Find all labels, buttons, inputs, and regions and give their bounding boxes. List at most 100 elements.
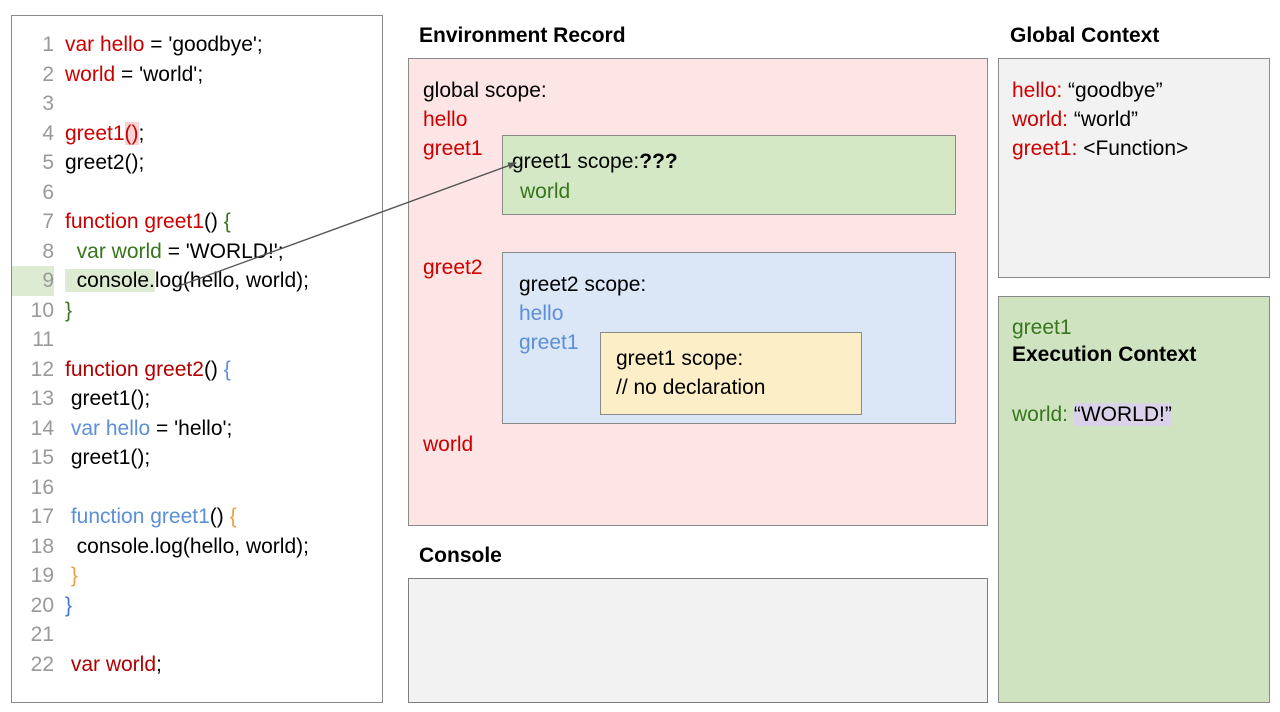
code-line[interactable]: 22 var world; bbox=[12, 650, 382, 680]
code-token: greet1 bbox=[65, 121, 125, 145]
greet2-scope-var-hello: hello bbox=[519, 302, 564, 325]
code-token: var world bbox=[65, 652, 157, 676]
code-token: console. bbox=[65, 269, 155, 292]
code-token: ; bbox=[138, 121, 145, 145]
global-scope-label: global scope: bbox=[423, 79, 547, 102]
code-line-text: greet2(); bbox=[54, 148, 144, 178]
code-line-number: 21 bbox=[30, 623, 54, 646]
code-token: } bbox=[65, 564, 78, 587]
code-line-number: 3 bbox=[42, 92, 54, 115]
inner-greet1-scope-box: greet1 scope: // no declaration bbox=[600, 332, 862, 415]
code-token: function greet1 bbox=[65, 505, 210, 528]
code-line[interactable]: 11 bbox=[12, 325, 382, 355]
code-line-number: 9 bbox=[12, 266, 54, 296]
code-token: log(hello, world); bbox=[154, 269, 309, 292]
code-line-number: 22 bbox=[30, 652, 54, 676]
global-var-world: world bbox=[423, 433, 474, 456]
code-line[interactable]: 18 console.log(hello, world); bbox=[12, 532, 382, 562]
code-token: function greet1 bbox=[65, 210, 204, 233]
code-line-text: } bbox=[54, 591, 72, 621]
execution-context-variable-row: world: “WORLD!” bbox=[1012, 403, 1172, 427]
global-context-row: hello: “goodbye” bbox=[1012, 79, 1163, 103]
code-token: { bbox=[217, 210, 231, 233]
code-line[interactable]: 21 bbox=[12, 620, 382, 650]
console-panel[interactable] bbox=[408, 578, 988, 703]
global-context-value: “goodbye” bbox=[1068, 79, 1163, 102]
execution-context-heading: Execution Context bbox=[1012, 343, 1197, 366]
execution-context-function-name: greet1 bbox=[1012, 316, 1072, 339]
greet1-scope-box: greet1 scope:??? world bbox=[502, 135, 956, 215]
code-line-text: var hello = 'hello'; bbox=[54, 414, 233, 444]
code-line-number: 6 bbox=[42, 180, 54, 204]
code-line-number: 20 bbox=[30, 593, 54, 617]
code-token: { bbox=[217, 357, 231, 381]
code-token: ; bbox=[156, 652, 162, 676]
global-context-value: “world” bbox=[1073, 108, 1139, 131]
code-token: () bbox=[203, 210, 218, 233]
code-line-number: 17 bbox=[30, 505, 54, 528]
code-line-text: function greet2() { bbox=[54, 355, 231, 385]
code-token: world bbox=[65, 62, 116, 86]
code-line-text: greet1(); bbox=[54, 119, 144, 149]
code-line-number: 2 bbox=[42, 62, 54, 86]
code-line-number: 12 bbox=[30, 357, 54, 381]
greet1-scope-title-text: greet1 scope: bbox=[512, 150, 640, 173]
code-line[interactable]: 16 bbox=[12, 473, 382, 503]
code-line-number: 16 bbox=[30, 475, 54, 499]
code-line[interactable]: 6 bbox=[12, 178, 382, 208]
greet2-scope-title: greet2 scope: bbox=[519, 273, 647, 296]
code-line-number: 15 bbox=[30, 446, 54, 469]
code-line-number: 19 bbox=[30, 564, 54, 587]
environment-record-title: Environment Record bbox=[419, 24, 626, 47]
code-line[interactable]: 10} bbox=[12, 296, 382, 326]
code-token: greet1(); bbox=[65, 387, 151, 410]
code-line[interactable]: 17 function greet1() { bbox=[12, 502, 382, 532]
code-line-text: function greet1() { bbox=[54, 502, 237, 532]
code-line[interactable]: 15 greet1(); bbox=[12, 443, 382, 473]
code-line[interactable]: 9 console.log(hello, world); bbox=[12, 266, 382, 296]
code-line[interactable]: 20} bbox=[12, 591, 382, 621]
code-line[interactable]: 19 } bbox=[12, 561, 382, 591]
inner-greet1-scope-note: // no declaration bbox=[616, 376, 766, 399]
code-line-text: greet1(); bbox=[54, 443, 150, 473]
execution-context-variable-value: “WORLD!” bbox=[1073, 403, 1172, 426]
code-line-number: 14 bbox=[30, 416, 54, 440]
code-line[interactable]: 13 greet1(); bbox=[12, 384, 382, 414]
code-line-number: 11 bbox=[32, 328, 54, 351]
code-line[interactable]: 14 var hello = 'hello'; bbox=[12, 414, 382, 444]
code-line-number: 13 bbox=[30, 387, 54, 410]
greet2-scope-box: greet2 scope: hello greet1 greet1 scope:… bbox=[502, 252, 956, 424]
code-line-text: world = 'world'; bbox=[54, 60, 203, 90]
code-token: function greet2 bbox=[65, 357, 204, 381]
code-line-number: 8 bbox=[42, 239, 54, 263]
code-token: console.log(hello, world); bbox=[65, 534, 309, 558]
environment-record-panel: global scope: hello greet1 greet2 world … bbox=[408, 58, 988, 526]
global-context-row: world: “world” bbox=[1012, 108, 1138, 132]
execution-context-panel: greet1 Execution Context world: “WORLD!” bbox=[998, 296, 1270, 703]
code-line-text: } bbox=[54, 561, 78, 591]
code-line-number: 4 bbox=[42, 121, 54, 145]
code-token: greet1(); bbox=[65, 446, 151, 469]
code-line-text: console.log(hello, world); bbox=[54, 266, 309, 296]
code-token: = 'world'; bbox=[115, 62, 204, 86]
greet1-scope-var-world: world bbox=[520, 180, 571, 203]
greet1-scope-title: greet1 scope:??? bbox=[512, 150, 678, 174]
code-line[interactable]: 3 bbox=[12, 89, 382, 119]
code-token: var world bbox=[65, 239, 162, 263]
greet1-scope-unknown-marker: ??? bbox=[639, 150, 678, 173]
code-token: = 'goodbye'; bbox=[144, 33, 263, 56]
code-line-number: 18 bbox=[30, 534, 54, 558]
global-context-panel: hello: “goodbye” world: “world” greet1: … bbox=[998, 58, 1270, 278]
code-token: () bbox=[209, 505, 224, 528]
code-line-number: 5 bbox=[42, 151, 54, 174]
code-line[interactable]: 8 var world = 'WORLD!'; bbox=[12, 237, 382, 267]
code-token: () bbox=[124, 121, 139, 145]
